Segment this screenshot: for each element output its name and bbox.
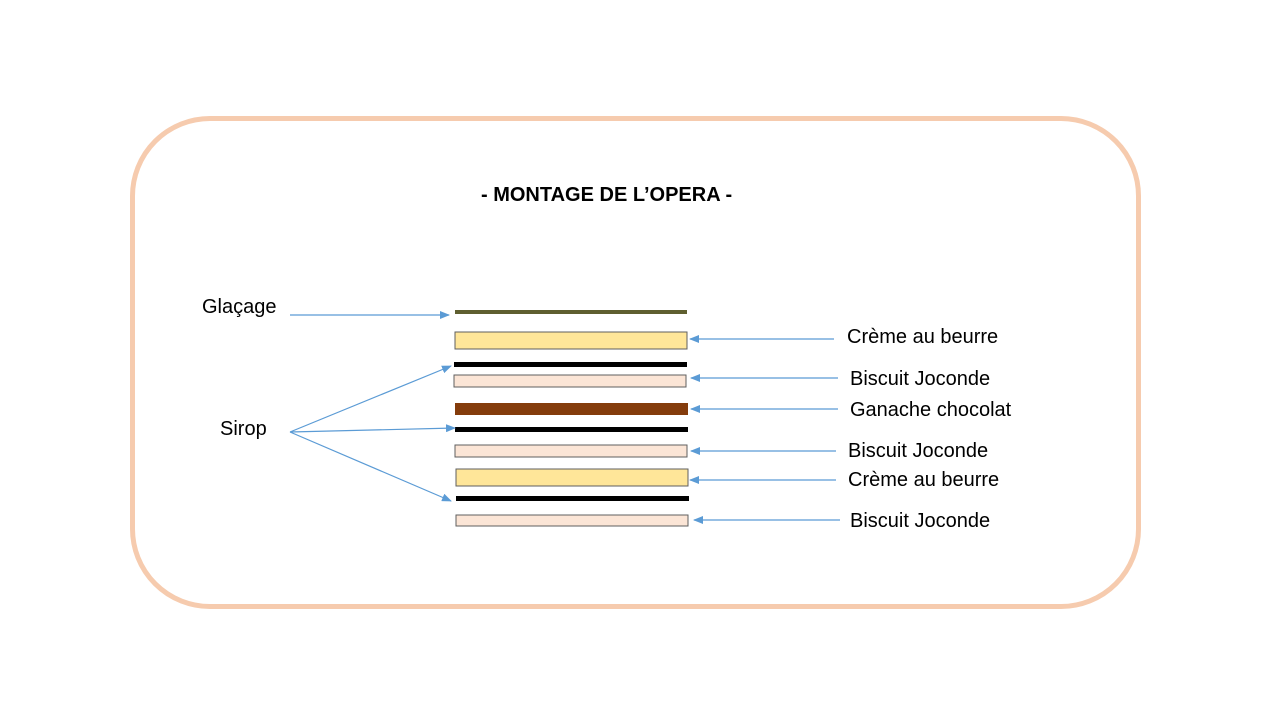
label-creme-au-beurre-bottom: Crème au beurre [848,469,999,491]
layer-biscuit-joconde-top [453,374,687,388]
label-biscuit-joconde-top: Biscuit Joconde [850,368,990,390]
layer-biscuit-joconde-bottom [455,514,689,527]
label-biscuit-joconde-middle: Biscuit Joconde [848,440,988,462]
rounded-frame [130,116,1141,609]
layer-sirop-1 [454,362,687,367]
diagram-title: - MONTAGE DE L’OPERA - [481,184,732,206]
layer-sirop-2 [455,427,688,432]
layer-biscuit-joconde-middle [454,444,688,458]
layer-creme-au-beurre-top [454,331,688,350]
label-biscuit-joconde-bottom: Biscuit Joconde [850,510,990,532]
label-glacage: Glaçage [202,296,277,318]
layer-ganache-chocolat [455,403,688,415]
arrow-sirop-3 [289,431,452,502]
layer-glacage [455,310,687,314]
layer-sirop-3 [456,496,689,501]
arrow-sirop-2 [289,424,456,433]
arrow-sirop-1 [289,365,452,433]
layer-creme-au-beurre-bottom [455,468,689,487]
label-ganache-chocolat: Ganache chocolat [850,399,1012,421]
label-creme-au-beurre-top: Crème au beurre [847,326,998,348]
label-sirop: Sirop [220,418,267,440]
